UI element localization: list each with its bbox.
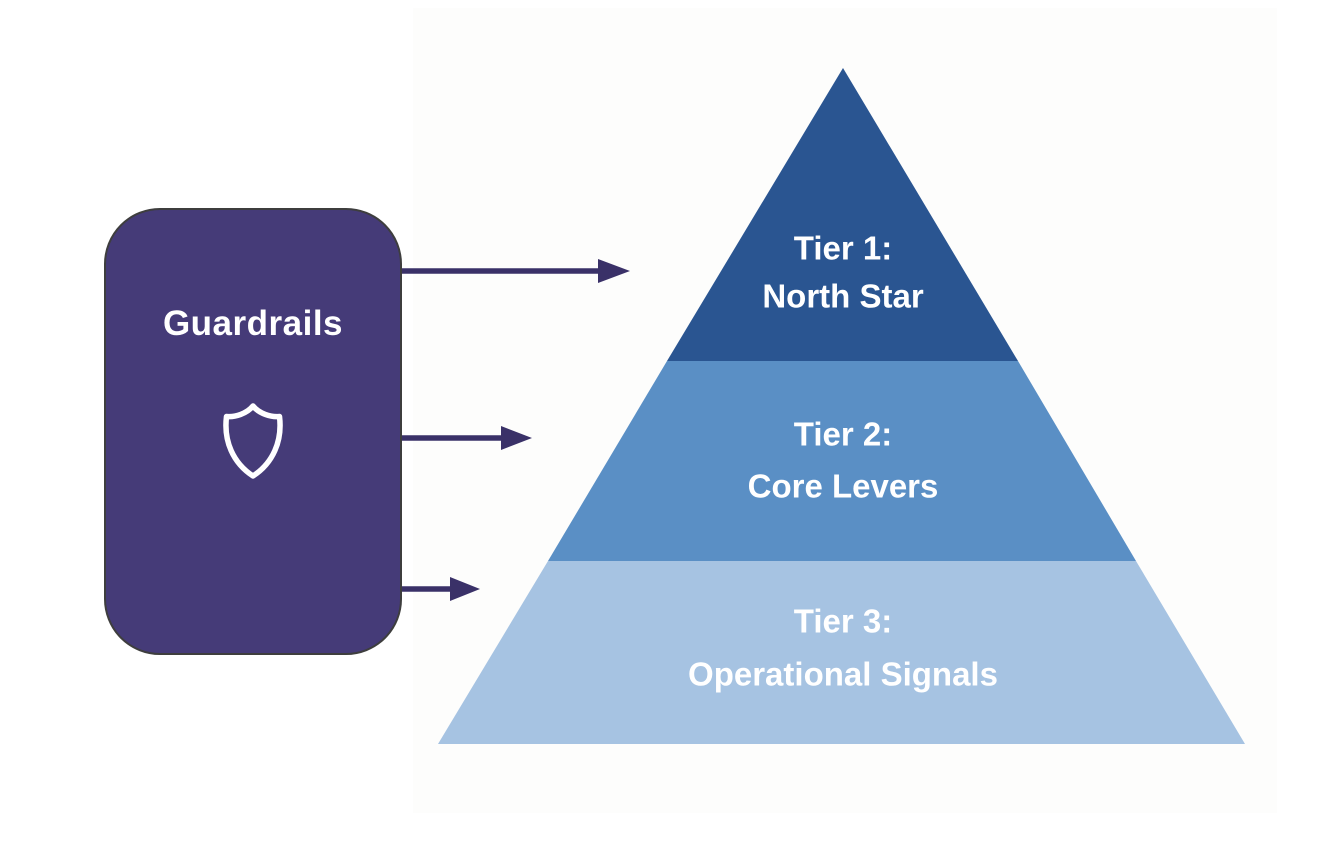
tier-2-label-line2: Core Levers: [748, 468, 939, 505]
guardrails-label: Guardrails: [162, 304, 344, 343]
pyramid-tier-1-shape: [667, 68, 1018, 361]
tier-3-label-line2: Operational Signals: [688, 656, 998, 693]
arrow-3-head: [450, 577, 480, 601]
arrow-1-head: [598, 259, 630, 283]
arrow-to-tier-3: [399, 577, 480, 601]
shield-icon: [219, 402, 287, 487]
tier-3-label-line1: Tier 3:: [794, 603, 892, 640]
arrow-to-tier-2: [399, 426, 532, 450]
pyramid-tier-3-shape: [438, 561, 1245, 744]
tier-2-label-line1: Tier 2:: [794, 416, 892, 453]
arrow-to-tier-1: [399, 259, 630, 283]
tier-1-label-line1: Tier 1:: [794, 230, 892, 267]
arrow-2-head: [501, 426, 532, 450]
pyramid-tier-2-shape: [548, 361, 1136, 561]
tier-1-label-line2: North Star: [762, 278, 924, 315]
guardrails-box: Guardrails: [104, 208, 402, 655]
